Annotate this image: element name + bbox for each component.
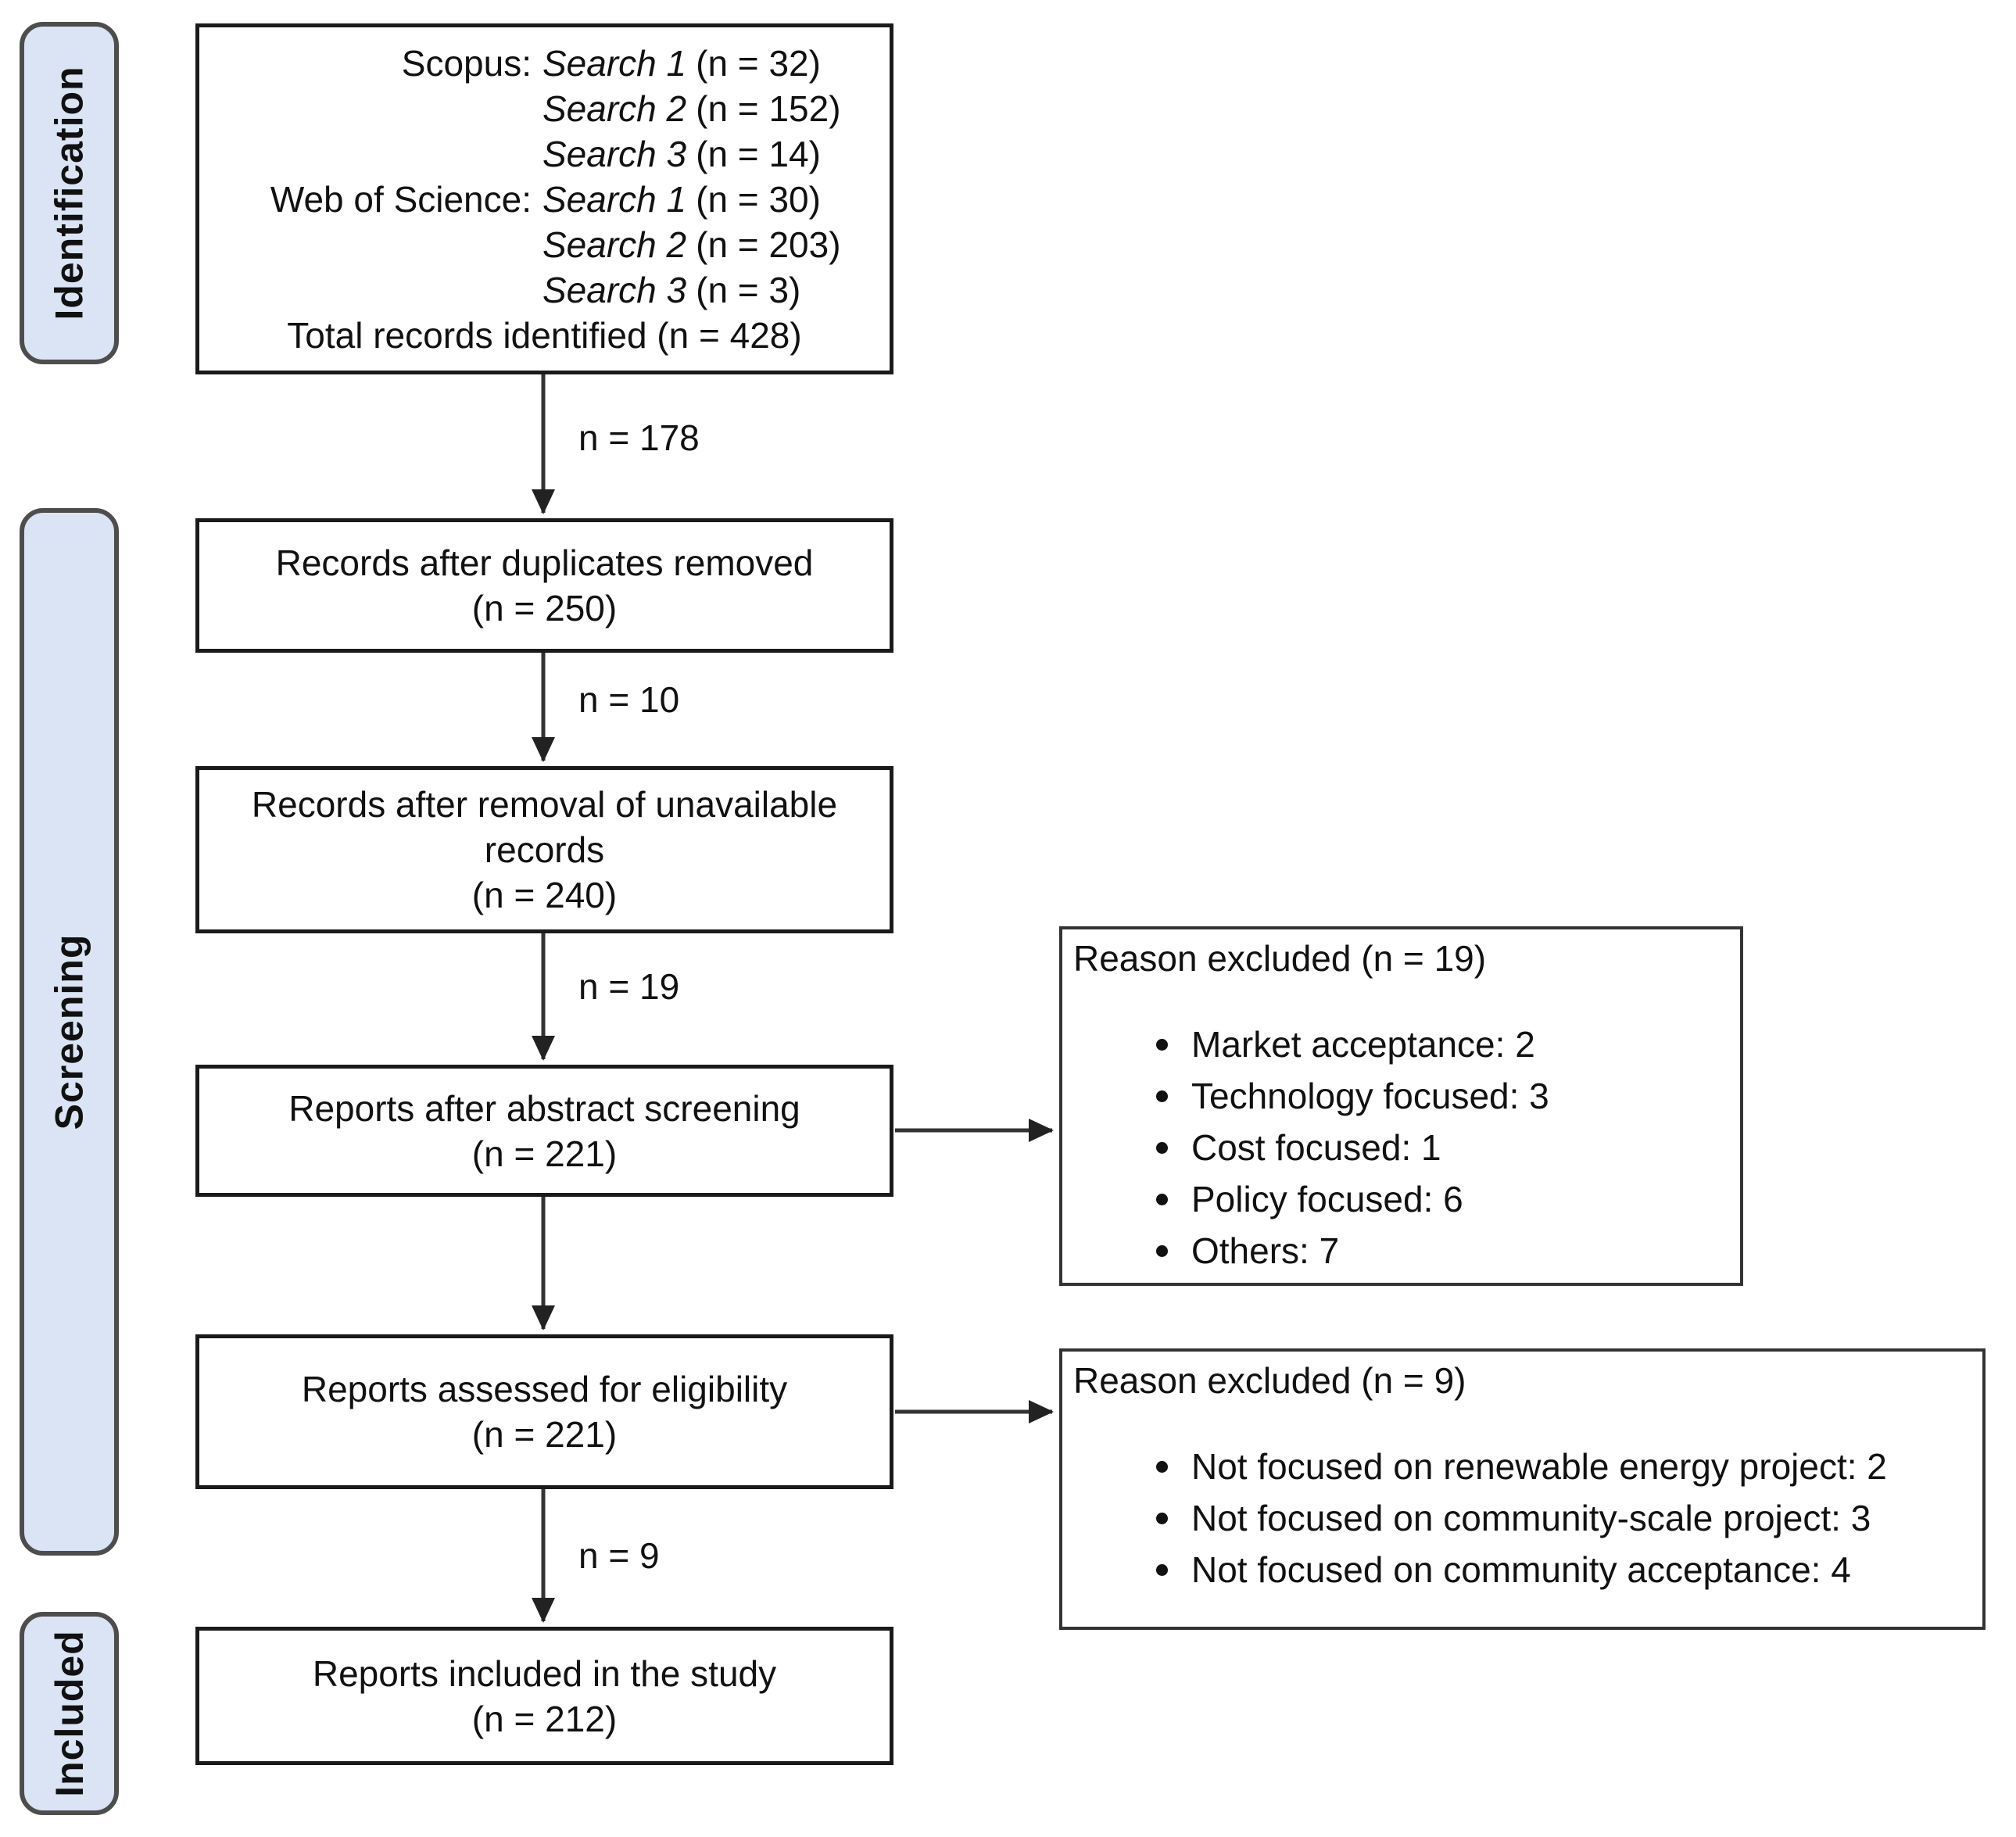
box-duplicates-removed: Records after duplicates removed (n = 25… (195, 518, 893, 653)
box-line2: (n = 221) (471, 1133, 618, 1174)
list-item: Cost focused: 1 (1156, 1125, 1732, 1170)
bullet-icon (1156, 1090, 1168, 1102)
box-line2: (n = 221) (471, 1414, 618, 1455)
exclusion2-list: Not focused on renewable energy project:… (1062, 1444, 1982, 1592)
stage-screening: Screening (20, 508, 119, 1556)
stage-identification: Identification (20, 22, 119, 364)
list-item: Not focused on community-scale project: … (1156, 1495, 1975, 1541)
identification-row: Scopus: Search 1(n = 32) (199, 41, 890, 86)
box-abstract-screening: Reports after abstract screening (n = 22… (195, 1065, 893, 1197)
list-item: Market acceptance: 2 (1156, 1022, 1732, 1067)
bullet-icon (1156, 1039, 1168, 1051)
box-line2: (n = 250) (471, 588, 618, 628)
exclusion-reason: Market acceptance: 2 (1191, 1024, 1535, 1065)
arrow-label-n10: n = 10 (578, 679, 680, 720)
search-label: Search 2 (542, 224, 687, 265)
exclusion2-title: Reason excluded (n = 9) (1073, 1360, 1466, 1401)
search-count: (n = 152) (696, 88, 841, 129)
exclusion-reason: Not focused on renewable energy project:… (1191, 1446, 1887, 1487)
exclusion1-title: Reason excluded (n = 19) (1073, 938, 1487, 979)
list-item: Others: 7 (1156, 1228, 1732, 1273)
source-label (199, 267, 532, 313)
list-item: Not focused on community acceptance: 4 (1156, 1547, 1975, 1592)
box-unavailable-removed: Records after removal of unavailable rec… (195, 766, 893, 933)
search-label: Search 3 (542, 269, 687, 310)
source-label: Web of Science: (270, 178, 532, 220)
bullet-icon (1156, 1461, 1168, 1473)
source-label (199, 222, 532, 267)
box-line1: Reports assessed for eligibility (301, 1369, 788, 1409)
identification-row: Search 2(n = 203) (199, 222, 890, 267)
identification-row: Web of Science: Search 1(n = 30) (199, 177, 890, 222)
identification-row: Search 3(n = 3) (199, 267, 890, 313)
list-item: Not focused on renewable energy project:… (1156, 1444, 1975, 1489)
search-count: (n = 32) (696, 42, 821, 84)
arrow-label-n178: n = 178 (578, 417, 700, 458)
list-item: Policy focused: 6 (1156, 1176, 1732, 1222)
stage-included: Included (20, 1612, 119, 1815)
exclusion-reason: Not focused on community-scale project: … (1191, 1498, 1871, 1538)
exclusion-reason: Others: 7 (1191, 1230, 1340, 1271)
box-line2: (n = 240) (471, 875, 618, 915)
search-label: Search 3 (542, 133, 687, 174)
arrow-label-n19: n = 19 (578, 966, 680, 1007)
source-label: Scopus: (401, 42, 532, 84)
box-line1: Reports included in the study (312, 1653, 777, 1694)
box-line1: Records after removal of unavailable rec… (251, 784, 838, 870)
exclusion-reason: Policy focused: 6 (1191, 1179, 1463, 1219)
box-reason-excluded-19: Reason excluded (n = 19) Market acceptan… (1059, 926, 1743, 1286)
stage-identification-label: Identification (47, 66, 91, 320)
source-label (199, 131, 532, 177)
identification-rows: Scopus: Search 1(n = 32) Search 2(n = 15… (199, 41, 890, 358)
exclusion1-list: Market acceptance: 2 Technology focused:… (1062, 1022, 1740, 1273)
exclusion-reason: Cost focused: 1 (1191, 1127, 1441, 1168)
box-line2: (n = 212) (471, 1698, 618, 1739)
identification-row: Search 3(n = 14) (199, 131, 890, 177)
bullet-icon (1156, 1245, 1168, 1257)
box-records-identified: Scopus: Search 1(n = 32) Search 2(n = 15… (195, 23, 893, 374)
arrow-label-n9: n = 9 (578, 1535, 660, 1576)
search-label: Search 1 (542, 178, 687, 220)
search-count: (n = 3) (696, 269, 801, 310)
box-line1: Records after duplicates removed (275, 543, 814, 583)
bullet-icon (1156, 1194, 1168, 1205)
search-count: (n = 30) (696, 178, 821, 220)
search-count: (n = 203) (696, 224, 841, 265)
list-item: Technology focused: 3 (1156, 1073, 1732, 1119)
search-count: (n = 14) (696, 133, 821, 174)
box-reason-excluded-9: Reason excluded (n = 9) Not focused on r… (1059, 1348, 1986, 1630)
exclusion-reason: Technology focused: 3 (1191, 1076, 1549, 1116)
box-line1: Reports after abstract screening (288, 1087, 800, 1129)
bullet-icon (1156, 1142, 1168, 1154)
total-records-line: Total records identified (n = 428) (287, 314, 802, 356)
box-assessed-eligibility: Reports assessed for eligibility (n = 22… (195, 1334, 893, 1489)
identification-row: Search 2(n = 152) (199, 86, 890, 131)
bullet-icon (1156, 1513, 1168, 1524)
stage-included-label: Included (47, 1630, 91, 1797)
search-label: Search 1 (542, 42, 687, 84)
bullet-icon (1156, 1564, 1168, 1576)
box-included-study: Reports included in the study (n = 212) (195, 1627, 893, 1765)
search-label: Search 2 (542, 88, 687, 129)
exclusion-reason: Not focused on community acceptance: 4 (1191, 1549, 1851, 1590)
source-label (199, 86, 532, 131)
stage-screening-label: Screening (47, 933, 91, 1130)
